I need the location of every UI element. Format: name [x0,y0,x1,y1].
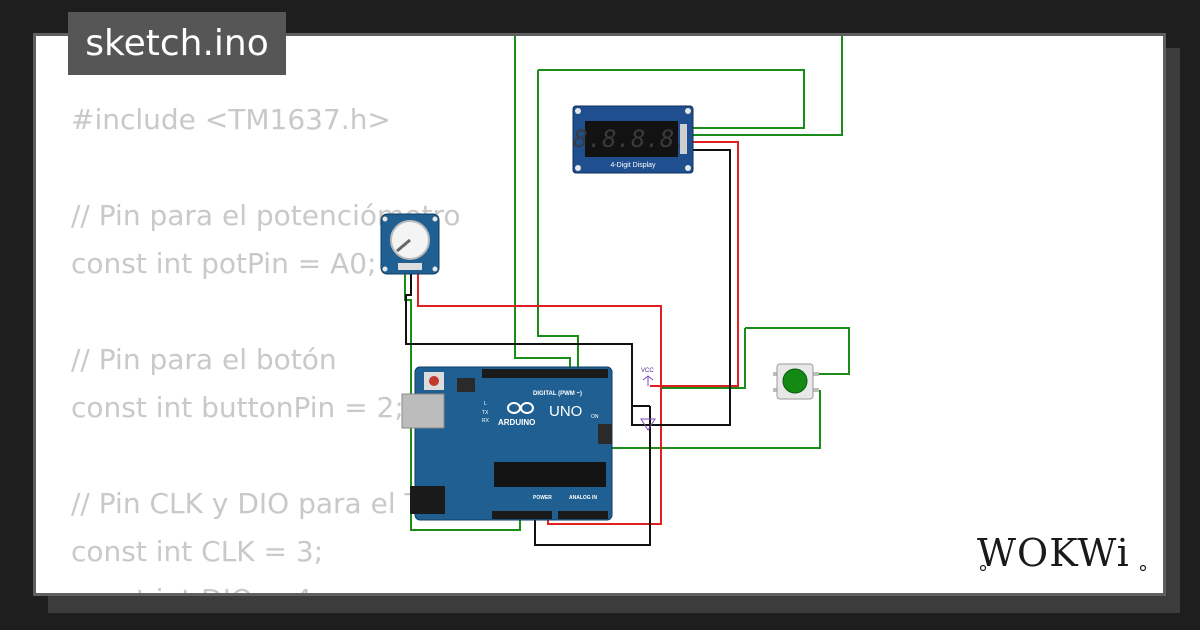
code-line: // Pin para el botón [71,343,337,376]
tm1637-display[interactable]: 8.8.8.8. 4-Digit Display [572,105,694,174]
code-line: #include <TM1637.h> [71,103,391,136]
push-button[interactable] [773,363,819,400]
potentiometer[interactable] [380,213,440,275]
analog-label: ANALOG IN [569,495,597,501]
code-line: const int buttonPin = 2; [71,391,404,424]
arduino-brand: ARDUINO [498,418,535,427]
code-line: const int DIO = 4; [71,576,517,593]
wokwi-logo: WOKWi [977,531,1147,575]
code-line: const int potPin = A0; [71,247,377,280]
arduino-uno[interactable]: DIGITAL (PWM ~) ARDUINO UNO ON POWER ANA… [401,366,613,521]
rx-label: RX [482,418,490,424]
power-label: POWER [533,495,552,501]
usb-port [401,393,445,429]
code-line: const int CLK = 3; [71,535,324,568]
code-preview: #include <TM1637.h>// Pin para el potenc… [71,96,517,593]
digital-header [482,369,608,378]
l-label: L [484,401,487,407]
push-button-cap[interactable] [782,368,808,394]
gnd-symbol [640,418,656,431]
arduino-model: UNO [549,403,582,420]
wokwi-logo-text: WOKWi [977,531,1130,575]
power-jack [410,486,445,514]
vcc-symbol: VCC [641,368,654,386]
tx-label: TX [482,410,489,416]
display-label: 4-Digit Display [610,162,656,169]
on-label: ON [591,414,599,420]
vcc-label: VCC [641,368,654,374]
red-wires [417,141,739,525]
black-wires [405,149,731,546]
digital-label: DIGITAL (PWM ~) [533,391,582,397]
display-digits: 8.8.8.8. [573,125,689,153]
atmega-chip [494,462,606,487]
power-header [492,511,552,519]
file-tab: sketch.ino [68,12,286,75]
analog-header [558,511,608,519]
reset-button[interactable] [429,376,439,386]
